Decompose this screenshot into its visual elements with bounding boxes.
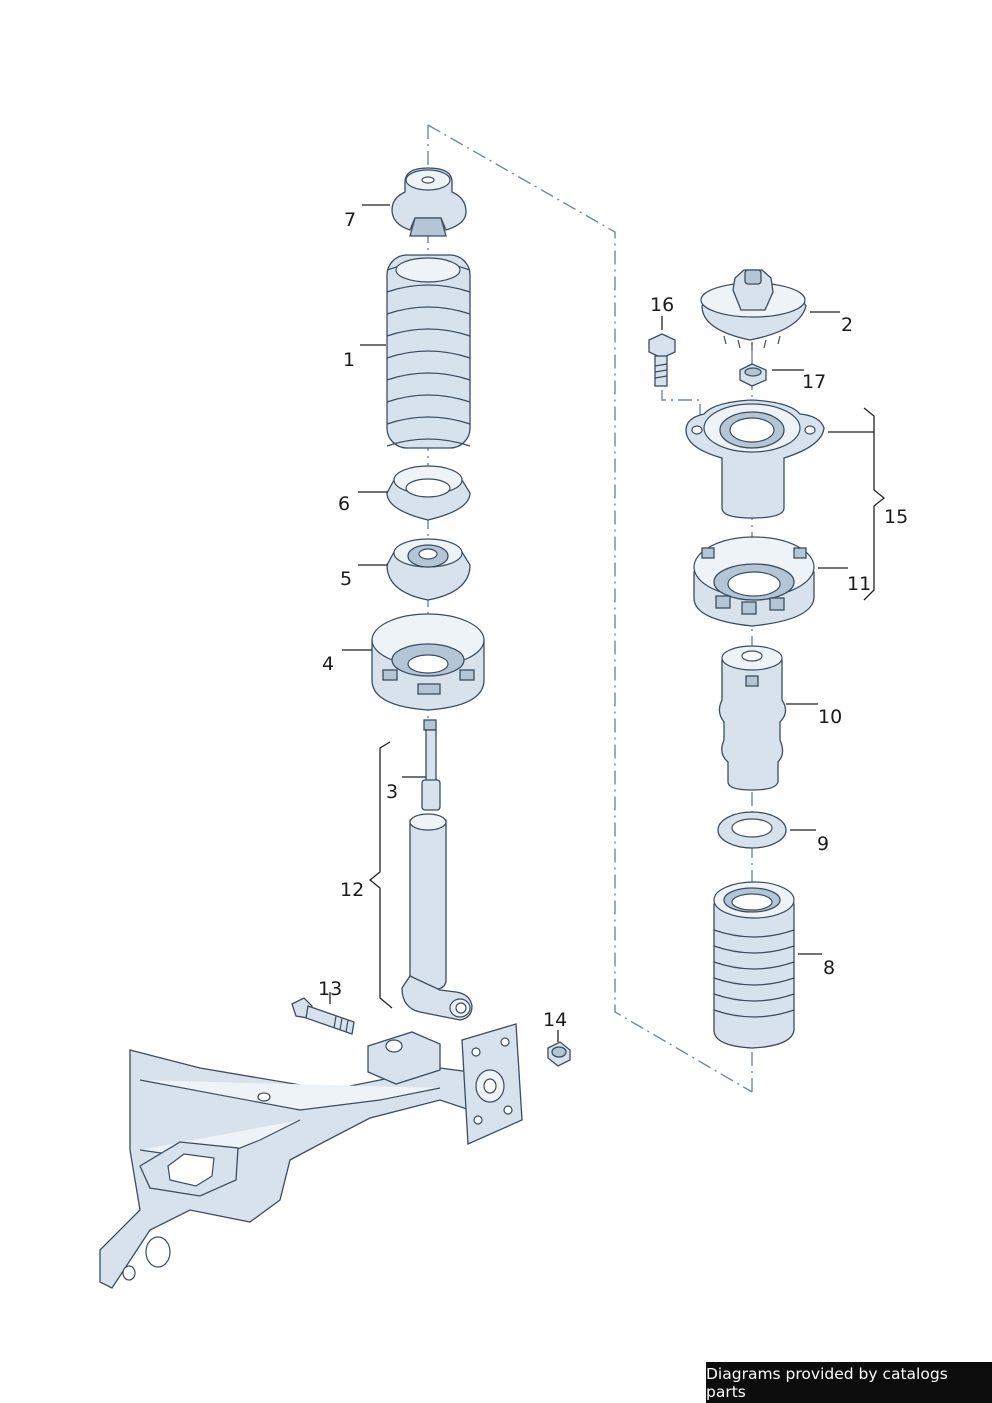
label-8: 8 <box>823 957 835 979</box>
label-16: 16 <box>650 294 674 316</box>
label-5: 5 <box>340 568 352 590</box>
part-14-nut[interactable] <box>547 1041 571 1067</box>
part-4-spring-mount[interactable] <box>371 613 485 711</box>
label-13: 13 <box>318 978 342 1000</box>
credit-banner: Diagrams provided by catalogs parts <box>706 1362 992 1403</box>
label-3: 3 <box>386 781 398 803</box>
label-9: 9 <box>817 833 829 855</box>
part-2-top-mount[interactable] <box>700 269 807 350</box>
label-12: 12 <box>340 879 364 901</box>
label-7: 7 <box>344 209 356 231</box>
part-1-coil-spring[interactable] <box>386 254 471 449</box>
part-16-bolt[interactable] <box>648 333 676 387</box>
label-4: 4 <box>322 653 334 675</box>
label-2: 2 <box>841 314 853 336</box>
part-11-ring-mount[interactable] <box>693 536 815 627</box>
rear-axle-beam <box>99 1023 523 1289</box>
label-15: 15 <box>884 506 908 528</box>
part-10-bump-stop[interactable] <box>718 645 787 791</box>
label-6: 6 <box>338 493 350 515</box>
part-11-strut-mount-upper[interactable] <box>685 399 825 519</box>
part-17-nut[interactable] <box>739 363 767 387</box>
label-11: 11 <box>847 573 871 595</box>
label-14: 14 <box>543 1009 567 1031</box>
label-1: 1 <box>343 349 355 371</box>
label-10: 10 <box>818 706 842 728</box>
part-number-labels: 7 1 6 5 4 3 12 13 14 16 2 17 15 11 10 9 … <box>318 209 908 1031</box>
part-7-cap[interactable] <box>391 167 467 237</box>
leader-lines <box>329 204 886 1042</box>
part-9-washer[interactable] <box>717 811 787 849</box>
label-17: 17 <box>802 371 826 393</box>
part-3-12-shock-absorber[interactable] <box>401 719 473 1021</box>
part-13-bolt[interactable] <box>291 997 355 1035</box>
part-5-bearing[interactable] <box>386 538 471 601</box>
part-6-spring-seat[interactable] <box>386 465 471 521</box>
credit-text: Diagrams provided by catalogs parts <box>706 1364 948 1401</box>
part-8-protective-boot[interactable] <box>713 881 795 1049</box>
